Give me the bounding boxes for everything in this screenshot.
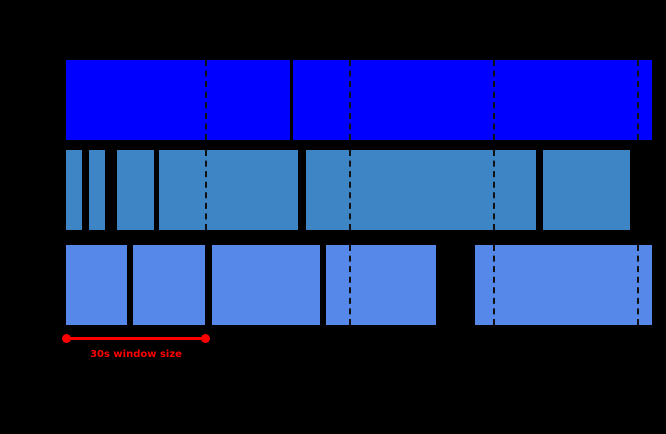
segment-bar — [159, 150, 298, 230]
window-divider — [493, 150, 495, 230]
window-divider — [493, 60, 495, 140]
window-divider — [349, 245, 351, 325]
window-divider — [349, 60, 351, 140]
segment-bar — [293, 60, 652, 140]
window-divider — [637, 245, 639, 325]
segment-bar — [66, 245, 127, 325]
window-divider — [205, 150, 207, 230]
segment-bar — [66, 150, 82, 230]
window-divider — [349, 150, 351, 230]
segment-bar — [117, 150, 154, 230]
window-divider — [637, 60, 639, 140]
segment-bar — [326, 245, 436, 325]
segment-bar — [89, 150, 105, 230]
window-divider — [205, 60, 207, 140]
segment-bar — [133, 245, 205, 325]
segment-bar — [212, 245, 320, 325]
segment-bar — [543, 150, 630, 230]
segment-bar — [66, 60, 290, 140]
segment-bar — [475, 245, 652, 325]
window-divider — [493, 245, 495, 325]
segment-bar — [306, 150, 536, 230]
